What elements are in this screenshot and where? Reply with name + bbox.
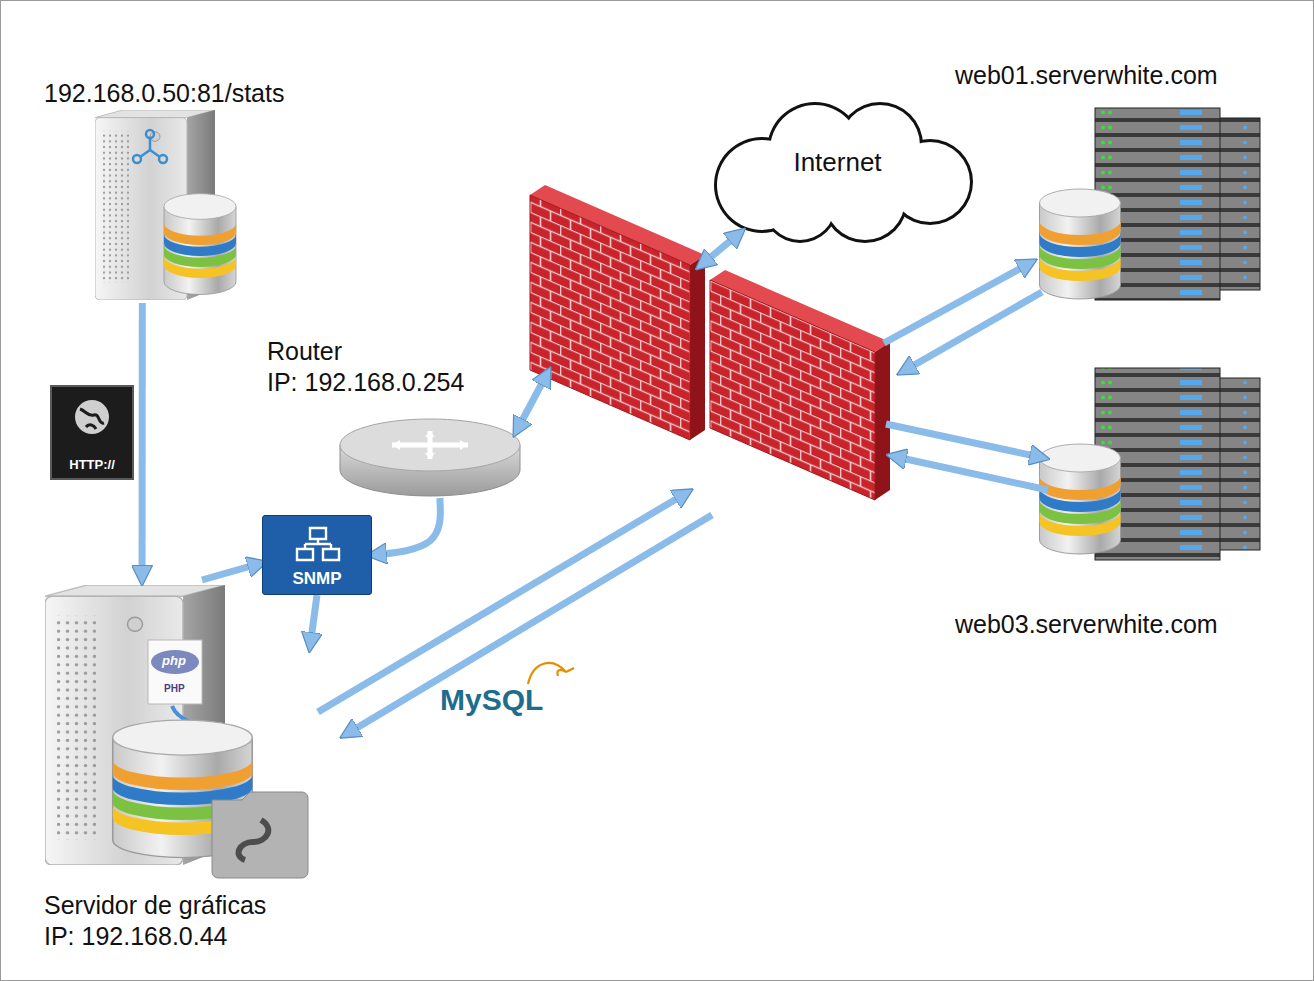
stats-server-icon — [159, 155, 167, 163]
node-label: Router — [267, 336, 342, 367]
flow-arrow — [372, 498, 440, 555]
stats-server-icon — [133, 155, 141, 163]
flow-arrow — [310, 595, 317, 647]
stats-server-icon — [164, 194, 236, 295]
ip-address: IP: 192.168.0.44 — [44, 921, 227, 952]
node-label: 192.168.0.50:81/stats — [44, 78, 284, 109]
web-server-icon — [1040, 368, 1261, 560]
graph-server-icon — [45, 585, 308, 878]
web-server-icon — [1040, 108, 1261, 300]
graph-server-icon — [212, 792, 308, 878]
network-link — [318, 232, 1048, 735]
firewall — [710, 280, 875, 500]
globe-glyph — [72, 397, 112, 437]
router-icon — [340, 419, 520, 471]
router-icon — [392, 431, 468, 459]
mysql-dolphin — [528, 663, 574, 684]
globe-glyph — [75, 400, 109, 434]
internet-cloud — [717, 105, 970, 240]
internet-cloud — [714, 102, 973, 243]
firewall — [530, 185, 890, 500]
stats-server-icon — [95, 110, 236, 300]
graph-server-icon — [151, 650, 199, 674]
network-link — [700, 232, 741, 266]
stats-server-icon — [133, 130, 167, 163]
flow-arrow — [202, 563, 262, 580]
node-label: Servidor de gráficas — [44, 890, 266, 921]
cloud-box: Internet — [700, 108, 975, 233]
mysql-dolphin — [528, 663, 566, 684]
stats-server-icon — [140, 138, 160, 157]
network-link — [886, 424, 1044, 458]
router-icon — [392, 431, 468, 459]
firewall — [530, 195, 690, 440]
network-glyph — [297, 528, 339, 560]
logo-text: php — [162, 654, 186, 668]
network-glyph — [295, 525, 341, 563]
network-link — [892, 456, 1048, 490]
mysql-dolphin — [566, 668, 574, 672]
http-document-icon: HTTP:// — [50, 385, 134, 480]
globe-glyph — [80, 409, 104, 429]
internet-cloud — [765, 170, 835, 240]
server-box: web01.serverwhite.com — [955, 60, 1290, 305]
flow-arrow — [139, 303, 146, 580]
ip-address: IP: 192.168.0.254 — [267, 367, 464, 398]
node-label: web03.serverwhite.com — [955, 609, 1218, 640]
firewall — [690, 255, 705, 440]
web-server-icon — [1040, 444, 1121, 554]
network-link — [318, 492, 688, 712]
node-label: web01.serverwhite.com — [955, 60, 1218, 91]
router-box: RouterIP: 192.168.0.254 — [265, 336, 530, 498]
graph-server-icon — [239, 820, 269, 860]
server-box: Servidor de gráficasIP: 192.168.0.44 — [40, 580, 310, 952]
graph-server-icon — [148, 640, 202, 704]
server-box: web03.serverwhite.com — [955, 365, 1290, 640]
stats-server-icon — [146, 130, 154, 138]
network-link — [516, 372, 548, 432]
snmp-box: SNMP — [262, 515, 372, 595]
node-label: Internet — [793, 146, 881, 179]
logo-text: PHP — [164, 683, 185, 694]
web-server-icon — [1040, 189, 1121, 299]
internet-cloud — [714, 102, 973, 243]
node-label: SNMP — [292, 568, 341, 589]
router-icon — [340, 419, 520, 496]
edge-label: HTTP:// — [69, 457, 115, 472]
protocol-logo-text: MySQL — [440, 683, 543, 716]
server-box: 192.168.0.50:81/stats — [40, 78, 350, 303]
network-link — [884, 262, 1032, 343]
network-link — [902, 292, 1042, 372]
network-link — [345, 515, 712, 735]
